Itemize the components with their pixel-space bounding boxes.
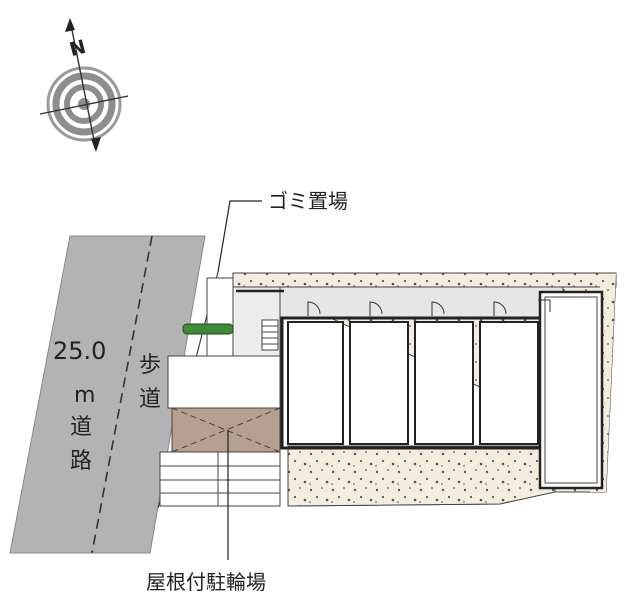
road-surface xyxy=(9,235,206,554)
unit-room xyxy=(414,321,474,445)
compass: N xyxy=(39,18,129,152)
unit-room xyxy=(349,321,409,445)
road-name-char-1: 道 xyxy=(70,415,92,440)
door-icon xyxy=(307,301,321,316)
stairs xyxy=(261,319,279,351)
door-icon xyxy=(493,301,507,316)
compass-north-letter: N xyxy=(67,36,88,61)
road-width-label: 25.0 xyxy=(53,337,106,365)
end-unit-inner xyxy=(544,296,598,484)
unit-room xyxy=(479,321,539,445)
door-icon xyxy=(369,301,383,316)
sidewalk-name-char-2: 道 xyxy=(139,387,161,412)
road-centerline xyxy=(91,235,153,554)
bicycle-racks xyxy=(159,451,281,507)
door-icon xyxy=(538,299,551,312)
door-icon xyxy=(431,301,445,316)
front-yard xyxy=(167,355,281,409)
door-swings xyxy=(307,299,551,316)
bicycle-callout-label: 屋根付駐輪場 xyxy=(146,570,266,594)
compass-rose-icon xyxy=(39,18,129,152)
road-name-char-2: 路 xyxy=(70,449,92,474)
bicycle-parking-roof xyxy=(171,407,281,453)
ground-bottom-area xyxy=(287,445,556,507)
garbage-callout-leader xyxy=(217,200,262,273)
road-unit-label: m xyxy=(74,383,95,408)
unit-room xyxy=(287,321,344,445)
unit-rooms xyxy=(287,321,539,445)
garbage-area xyxy=(206,277,234,357)
end-unit xyxy=(538,290,604,490)
sidewalk-name-char-1: 歩 xyxy=(139,353,161,378)
ground-top-strip xyxy=(232,272,617,288)
garbage-callout-label: ゴミ置場 xyxy=(268,189,348,213)
hedge xyxy=(182,323,234,335)
